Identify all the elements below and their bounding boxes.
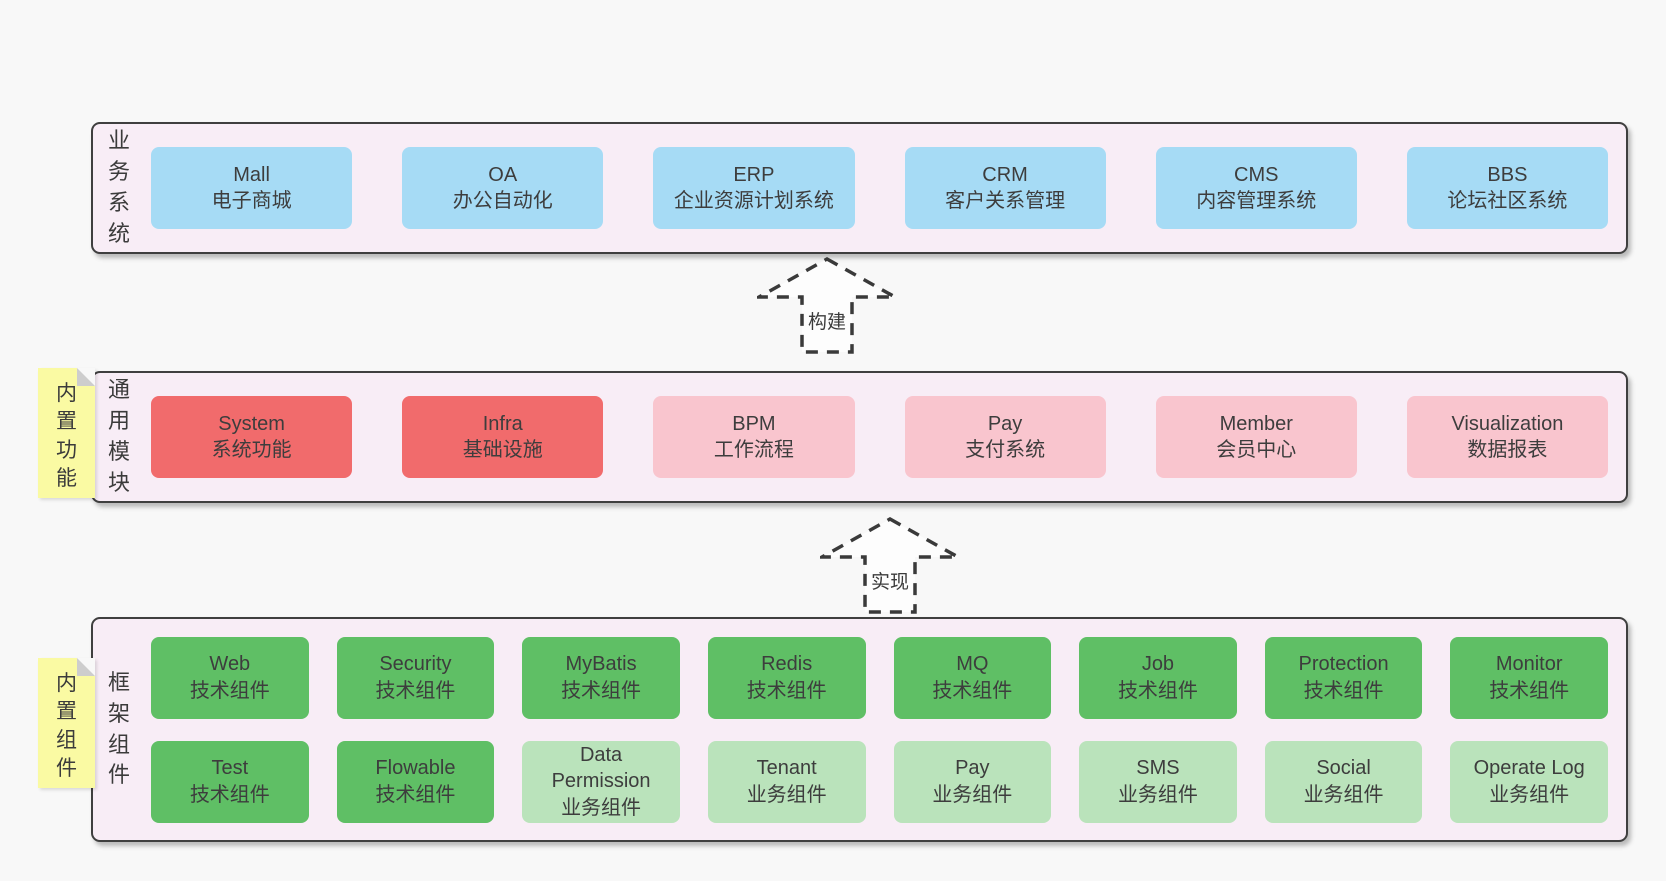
box-bbs: BBS 论坛社区系统 bbox=[1406, 147, 1608, 229]
box-social: Social 业务组件 bbox=[1264, 740, 1423, 823]
common-modules-box-row: System 系统功能 Infra 基础设施 BPM 工作流程 Pay 支付系统… bbox=[151, 396, 1608, 478]
business-systems-box-row: Mall 电子商城 OA 办公自动化 ERP 企业资源计划系统 CRM 客户关系… bbox=[151, 147, 1608, 229]
box-mq: MQ 技术组件 bbox=[893, 636, 1052, 719]
box-system: System 系统功能 bbox=[151, 396, 353, 478]
box-redis: Redis 技术组件 bbox=[707, 636, 866, 719]
sticky-fold-icon bbox=[77, 368, 95, 386]
framework-components-box-grid: Web 技术组件 Security 技术组件 MyBatis 技术组件 Redi… bbox=[151, 636, 1608, 823]
box-flowable: Flowable 技术组件 bbox=[336, 740, 495, 823]
panel-label-common-modules: 通用模块 bbox=[107, 377, 130, 495]
box-oa: OA 办公自动化 bbox=[402, 147, 604, 229]
box-mall: Mall 电子商城 bbox=[151, 147, 353, 229]
box-member: Member 会员中心 bbox=[1155, 396, 1357, 478]
panel-business-systems: 业务系统 Mall 电子商城 OA 办公自动化 ERP 企业资源计划系统 CRM… bbox=[91, 122, 1628, 254]
panel-label-framework-components: 框架组件 bbox=[107, 669, 130, 788]
sticky-fold-icon bbox=[77, 658, 95, 676]
box-sms: SMS 业务组件 bbox=[1079, 740, 1237, 823]
box-erp: ERP 企业资源计划系统 bbox=[653, 147, 855, 229]
implement-arrow-label: 实现 bbox=[866, 566, 914, 595]
up-arrow-icon bbox=[820, 516, 960, 614]
box-data-permission: Data Permission 业务组件 bbox=[522, 740, 680, 823]
sticky-built-in-components: 内置组件 bbox=[38, 658, 95, 788]
box-mybatis: MyBatis 技术组件 bbox=[522, 636, 680, 719]
panel-common-modules: 通用模块 System 系统功能 Infra 基础设施 BPM 工作流程 Pay… bbox=[91, 371, 1628, 503]
build-arrow-label: 构建 bbox=[803, 306, 851, 335]
box-monitor: Monitor 技术组件 bbox=[1450, 636, 1608, 719]
implement-arrow: 实现 bbox=[820, 516, 960, 616]
sticky-built-in-functions: 内置功能 bbox=[38, 368, 95, 498]
panel-framework-components: 框架组件 Web 技术组件 Security 技术组件 MyBatis 技术组件… bbox=[91, 617, 1628, 842]
box-security: Security 技术组件 bbox=[336, 636, 495, 719]
build-arrow: 构建 bbox=[757, 256, 897, 356]
box-operate-log: Operate Log 业务组件 bbox=[1450, 740, 1608, 823]
box-cms: CMS 内容管理系统 bbox=[1155, 147, 1357, 229]
panel-label-business-systems: 业务系统 bbox=[107, 128, 130, 246]
box-test: Test 技术组件 bbox=[151, 740, 309, 823]
box-job: Job 技术组件 bbox=[1079, 636, 1237, 719]
box-web: Web 技术组件 bbox=[151, 636, 309, 719]
box-protection: Protection 技术组件 bbox=[1264, 636, 1423, 719]
up-arrow-icon bbox=[757, 256, 897, 354]
box-visualization: Visualization 数据报表 bbox=[1406, 396, 1608, 478]
box-infra: Infra 基础设施 bbox=[402, 396, 604, 478]
box-tenant: Tenant 业务组件 bbox=[707, 740, 866, 823]
box-bpm: BPM 工作流程 bbox=[653, 396, 855, 478]
box-crm: CRM 客户关系管理 bbox=[904, 147, 1106, 229]
box-pay: Pay 支付系统 bbox=[904, 396, 1106, 478]
box-pay-component: Pay 业务组件 bbox=[893, 740, 1052, 823]
